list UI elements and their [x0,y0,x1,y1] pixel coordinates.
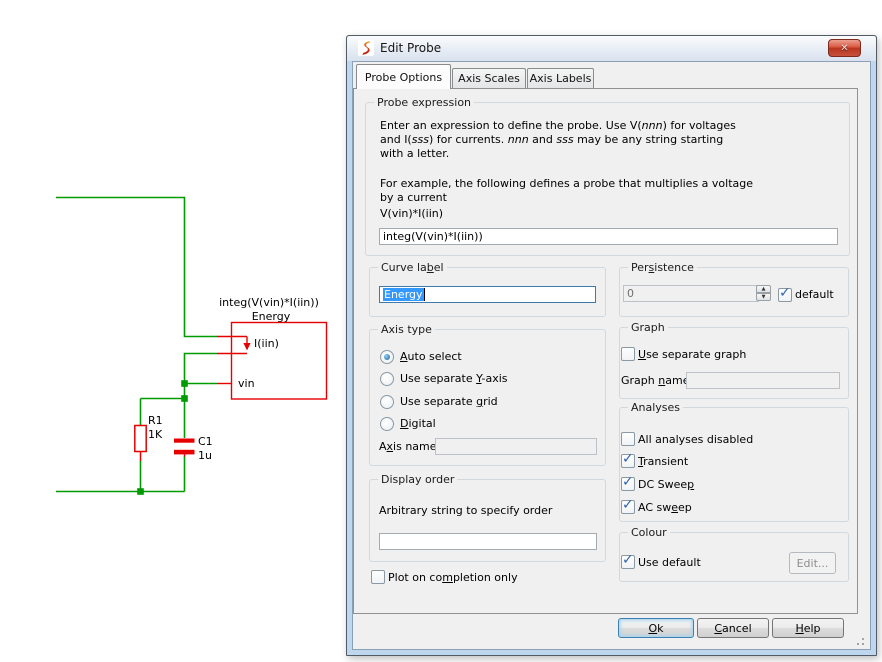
transient-label[interactable]: Transient [638,455,689,468]
display-order-input[interactable] [379,533,597,550]
text-caret [423,288,425,301]
display-order-hint: Arbitrary string to specify order [379,504,553,517]
resistor-ref-label: R1 [148,414,163,427]
axis-name-input[interactable] [435,438,597,455]
colour-group-label: Colour [628,526,670,539]
voltage-pin-label: vin [238,377,255,390]
resize-grip[interactable] [853,634,865,646]
persistence-group: Persistence [619,261,849,317]
curve-label-group-label: Curve label [378,261,447,274]
close-button[interactable]: ✕ [828,39,861,57]
display-order-group-label: Display order [378,473,458,486]
dialog-title: Edit Probe [380,41,442,55]
radio-separate-grid-label[interactable]: Use separate grid [400,395,498,408]
plot-on-completion-label[interactable]: Plot on completion only [388,571,518,584]
probe-expression-group: Probe expression [365,96,850,256]
persistence-input[interactable]: 0 [623,285,759,302]
app-icon [358,40,374,56]
ac-sweep-checkbox[interactable] [621,497,635,514]
graph-name-label: Graph name [621,374,690,387]
use-default-colour-checkbox[interactable] [621,552,635,569]
edit-probe-dialog: Edit Probe ✕ Probe Options Axis Scales A… [346,35,877,656]
dialog-client-area: Probe Options Axis Scales Axis Labels Pr… [352,61,871,650]
axis-name-label: Axis name [379,440,437,453]
persistence-default-checkbox[interactable] [778,285,792,302]
persistence-group-label: Persistence [628,261,697,274]
probe-expression-label: integ(V(vin)*I(iin)) [219,296,319,309]
all-analyses-disabled-label[interactable]: All analyses disabled [638,433,754,446]
probe-expression-help-line: by a current [380,191,447,204]
probe-name-label: Energy [252,310,291,323]
probe-expression-example: V(vin)*I(iin) [380,207,444,220]
use-separate-graph-checkbox[interactable] [621,347,635,361]
graph-name-input[interactable] [686,372,840,389]
wires [56,196,217,493]
probe-expression-help-line: with a letter. [380,147,450,160]
persistence-default-label: default [795,288,834,301]
radio-auto-select[interactable] [380,350,394,364]
persistence-spinner[interactable]: ▲ ▼ [756,285,771,301]
capacitor-c1[interactable] [174,438,195,457]
all-analyses-disabled-checkbox[interactable] [621,432,635,446]
junction-dots [137,380,188,495]
radio-digital[interactable] [380,417,394,431]
probe-expression-input[interactable]: integ(V(vin)*I(iin)) [379,228,838,245]
dc-sweep-checkbox[interactable] [621,474,635,491]
analyses-group: Analyses [619,401,849,522]
capacitor-value-label: 1u [198,449,212,462]
current-pin-label: I(iin) [254,337,279,350]
probe-expression-help-line: and I(sss) for currents. nnn and sss may… [380,133,724,146]
radio-separate-grid[interactable] [380,395,394,409]
radio-separate-y-axis-label[interactable]: Use separate Y-axis [400,372,508,385]
current-arrow-icon [243,343,251,351]
spin-up-icon: ▲ [756,285,771,293]
selected-text: Energy [383,288,424,301]
use-separate-graph-label[interactable]: Use separate graph [638,348,747,361]
tab-probe-options[interactable]: Probe Options [356,64,451,89]
display-order-group: Display order [369,473,606,562]
graph-group: Graph [619,321,849,399]
tab-axis-scales[interactable]: Axis Scales [452,68,526,88]
axis-type-group-label: Axis type [378,323,435,336]
dc-sweep-label[interactable]: DC Sweep [638,478,695,491]
radio-auto-select-label[interactable]: Auto select [400,350,462,363]
resistor-value-label: 1K [148,428,163,441]
resistor-r1[interactable] [134,424,147,462]
capacitor-ref-label: C1 [198,435,213,448]
tab-axis-labels[interactable]: Axis Labels [527,68,594,88]
colour-group: Colour [619,526,849,582]
edit-colour-button[interactable]: Edit... [789,552,836,574]
plot-on-completion-checkbox[interactable] [371,570,385,584]
probe-options-panel: Probe expression Enter an expression to … [353,88,858,614]
spin-down-icon: ▼ [756,293,771,301]
curve-label-input[interactable]: Energy [379,286,596,303]
probe-expression-help-line: Enter an expression to define the probe.… [380,119,736,132]
use-default-colour-label[interactable]: Use default [638,556,701,569]
probe-expression-group-label: Probe expression [374,96,475,109]
title-bar[interactable]: Edit Probe ✕ [347,36,876,61]
transient-checkbox[interactable] [621,451,635,468]
radio-separate-y-axis[interactable] [380,372,394,386]
energy-probe-box[interactable] [230,321,328,400]
probe-expression-help-line: For example, the following defines a pro… [380,177,754,190]
curve-label-group: Curve label [369,261,606,317]
radio-digital-label[interactable]: Digital [400,417,436,430]
axis-type-group: Axis type [369,323,606,466]
graph-group-label: Graph [628,321,668,334]
ac-sweep-label[interactable]: AC sweep [638,501,692,514]
analyses-group-label: Analyses [628,401,684,414]
